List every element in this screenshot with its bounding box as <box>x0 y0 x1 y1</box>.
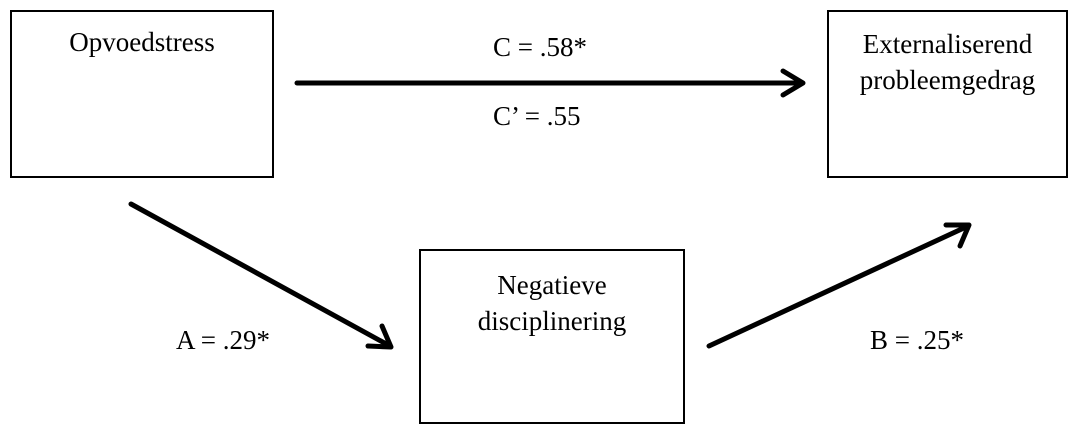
arrow-a <box>128 201 394 350</box>
arrow-b <box>706 222 972 349</box>
path-a-label: A = .29* <box>176 325 270 355</box>
node-negatieve-disciplinering: Negatieve disciplinering <box>419 249 685 424</box>
node-opvoedstress-label: Opvoedstress <box>69 27 215 57</box>
arrow-layer <box>128 68 972 350</box>
node-externaliserend-label-line1: Externaliserend <box>862 29 1033 59</box>
path-b-label: B = .25* <box>870 325 964 355</box>
node-externaliserend-label-line2: probleemgedrag <box>859 65 1036 95</box>
node-negatieve-label-line1: Negatieve <box>497 270 607 300</box>
node-negatieve-label-line2: disciplinering <box>477 306 627 336</box>
node-externaliserend-probleemgedrag: Externaliserend probleemgedrag <box>827 10 1068 178</box>
arrow-c <box>294 68 806 98</box>
path-c-label: C = .58* <box>493 32 587 62</box>
path-c-prime-label: C’ = .55 <box>493 101 581 131</box>
node-opvoedstress: Opvoedstress <box>10 10 274 178</box>
